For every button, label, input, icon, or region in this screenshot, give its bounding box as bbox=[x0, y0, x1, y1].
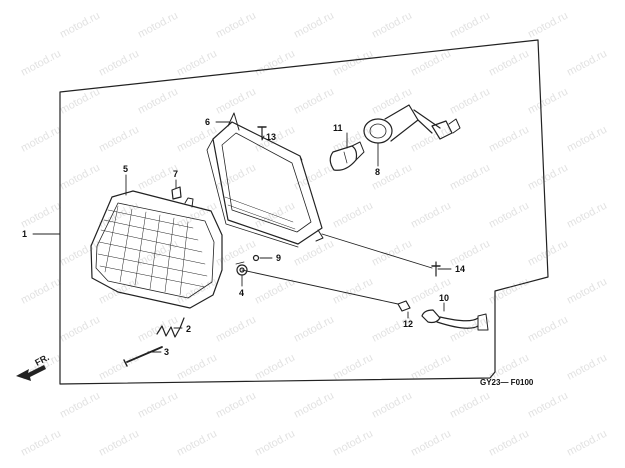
callout-10: 10 bbox=[439, 293, 449, 303]
diagram-code: GY23— F0100 bbox=[480, 378, 534, 387]
callout-1: 1 bbox=[22, 229, 27, 239]
callout-5: 5 bbox=[123, 164, 128, 174]
callout-8: 8 bbox=[375, 167, 380, 177]
callout-4: 4 bbox=[239, 288, 244, 298]
washer bbox=[252, 254, 260, 262]
callout-numbers: 1 2 3 4 5 6 7 8 9 10 11 12 13 14 bbox=[22, 117, 465, 357]
assembly-frame bbox=[59, 39, 549, 385]
callout-13: 13 bbox=[266, 132, 276, 142]
bulb-socket bbox=[363, 104, 461, 144]
spring bbox=[156, 317, 185, 338]
screw-13 bbox=[257, 126, 267, 140]
callout-2: 2 bbox=[186, 324, 191, 334]
callout-3: 3 bbox=[164, 347, 169, 357]
position-lamp-bulb bbox=[397, 300, 411, 312]
front-direction-arrow-icon: FR. bbox=[16, 352, 51, 381]
direction-label: FR. bbox=[33, 352, 50, 368]
screw-14 bbox=[431, 261, 441, 277]
rubber-mount bbox=[235, 261, 248, 276]
position-lamp-socket bbox=[421, 309, 489, 331]
leader-lines bbox=[32, 121, 452, 353]
callout-11: 11 bbox=[333, 123, 343, 133]
callout-6: 6 bbox=[205, 117, 210, 127]
bulb bbox=[329, 141, 365, 171]
callout-7: 7 bbox=[173, 169, 178, 179]
adjusting-screw bbox=[123, 346, 163, 367]
callout-12: 12 bbox=[403, 319, 413, 329]
callout-14: 14 bbox=[455, 264, 465, 274]
headlight-lens bbox=[90, 190, 223, 309]
headlight-case bbox=[206, 112, 324, 248]
callout-9: 9 bbox=[276, 253, 281, 263]
clip bbox=[171, 186, 182, 200]
